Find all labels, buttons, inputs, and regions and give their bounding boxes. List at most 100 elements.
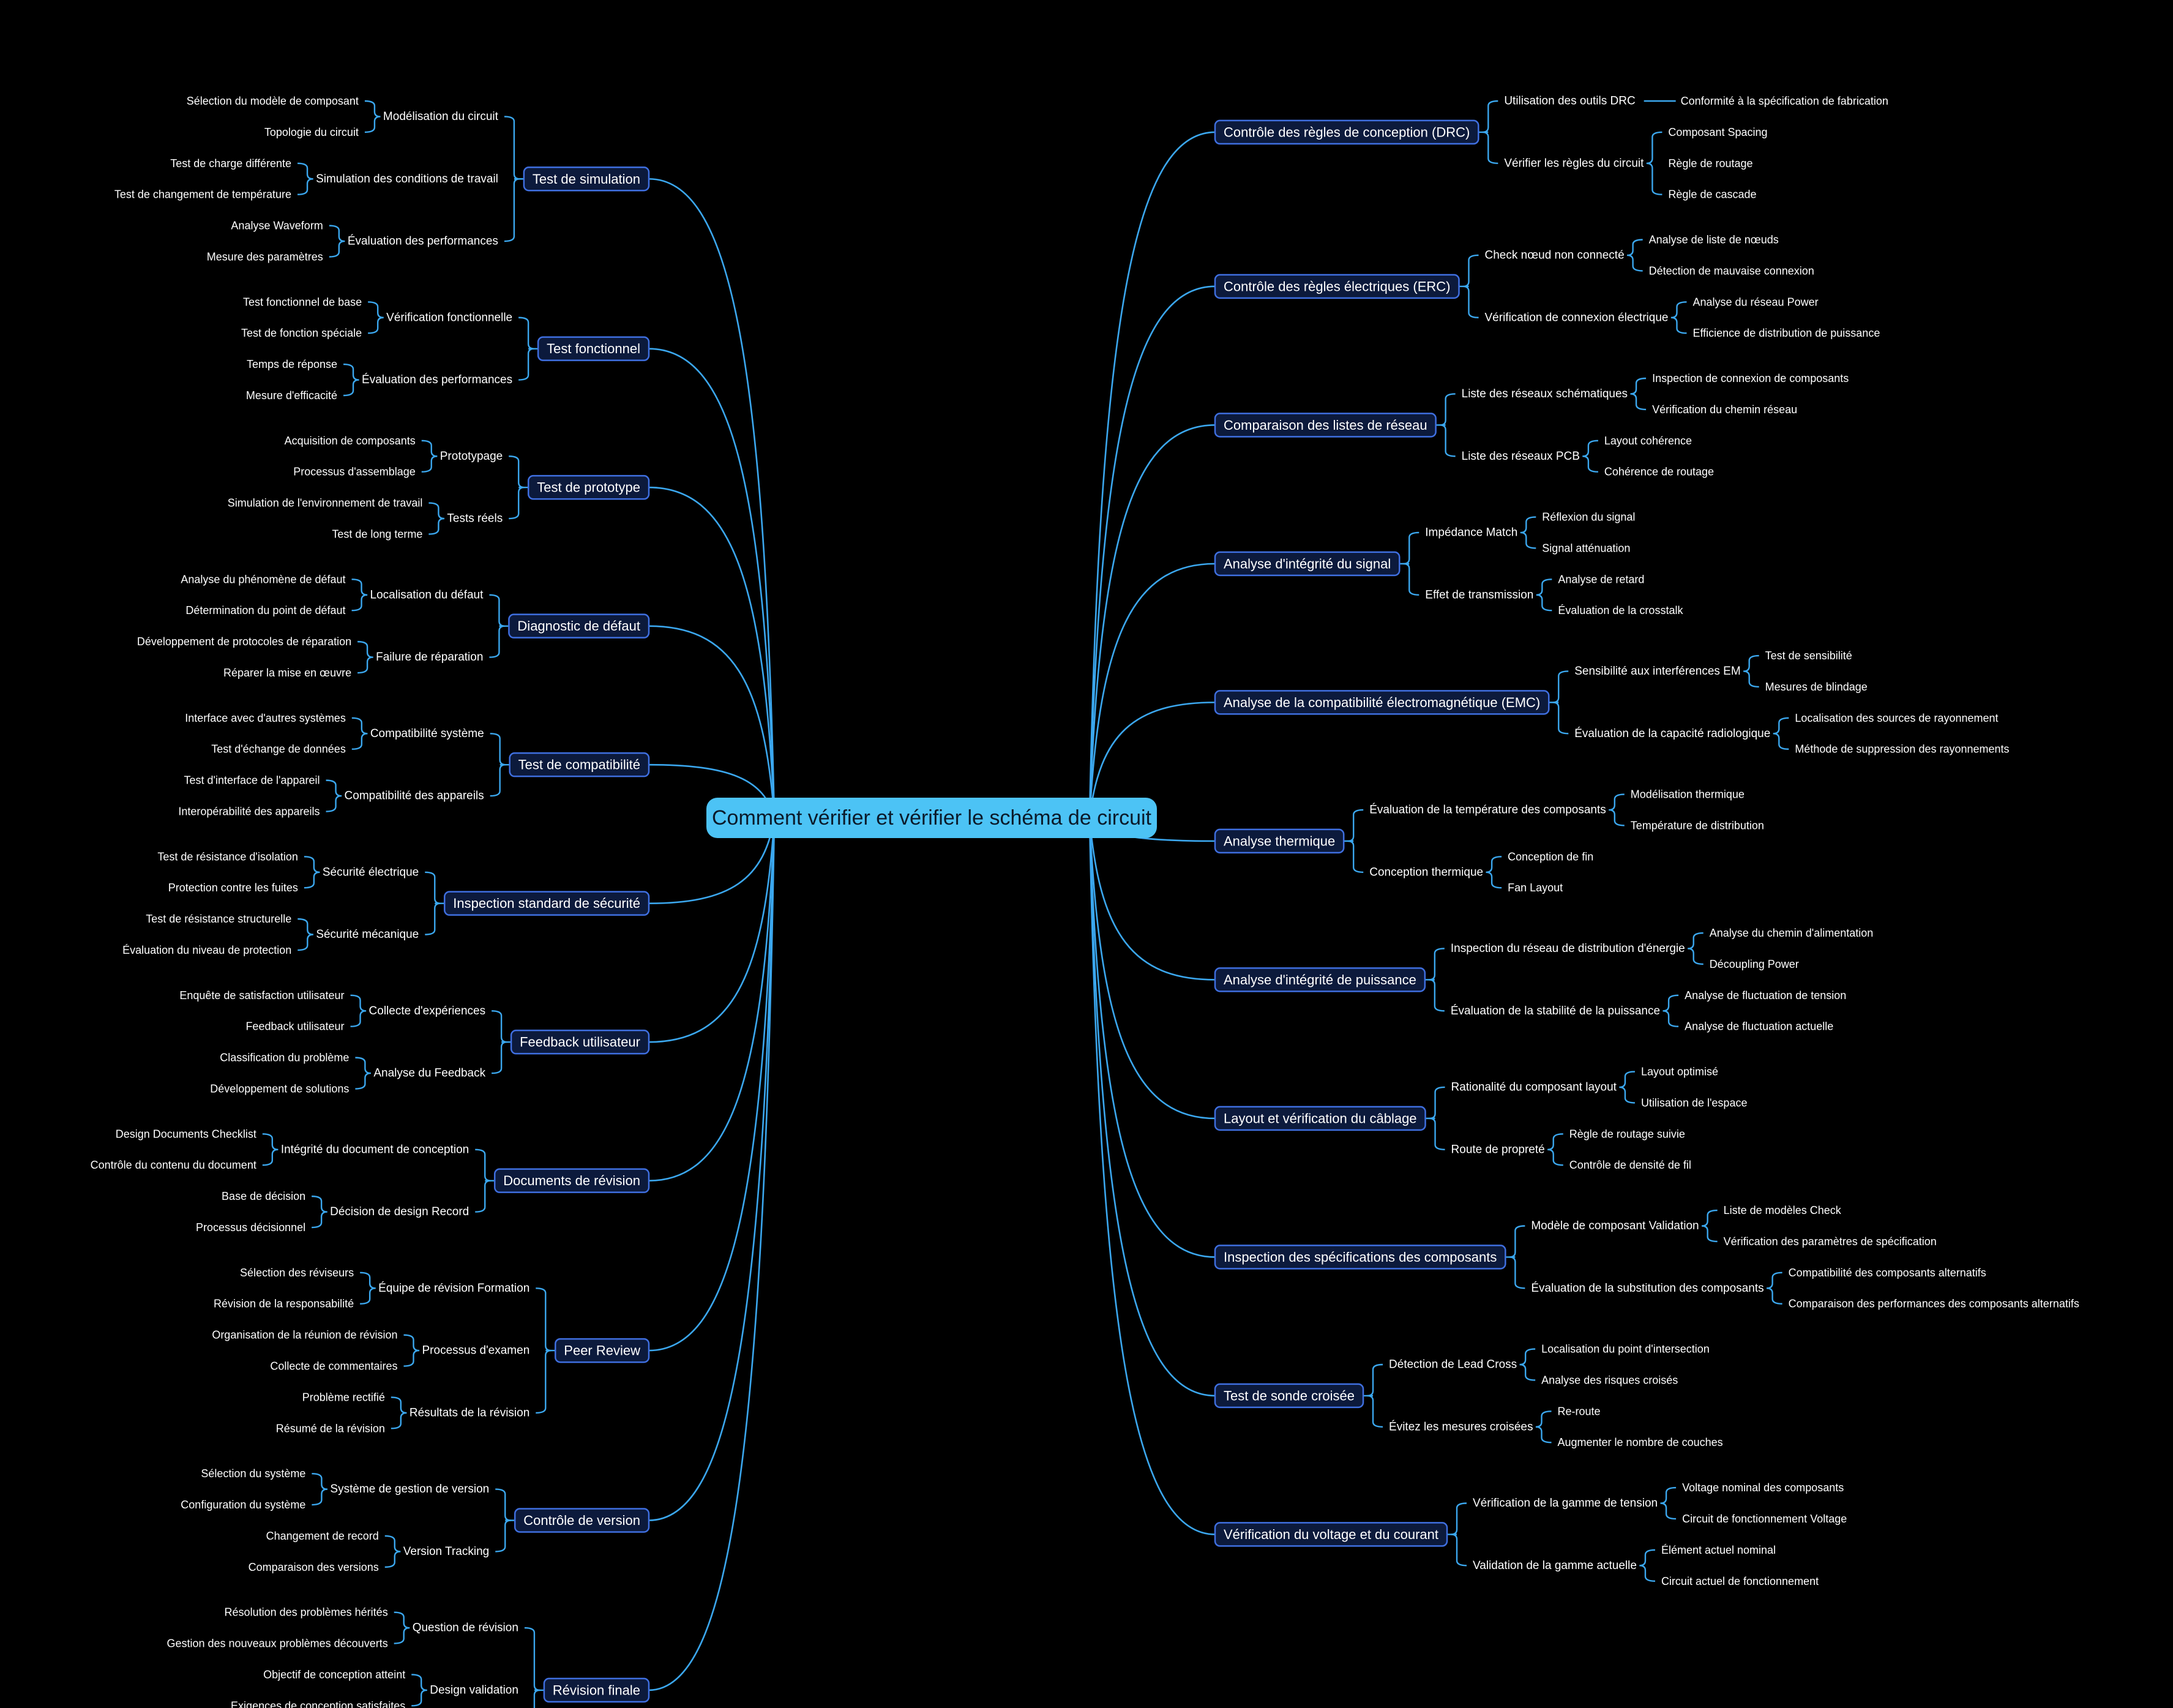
sub-tests-reels[interactable]: Tests réels: [447, 512, 503, 525]
root-node[interactable]: Comment vérifier et vérifier le schéma d…: [706, 798, 1157, 838]
sub-validation-de-la-gamme-actuelle[interactable]: Validation de la gamme actuelle: [1473, 1559, 1637, 1572]
sub-integrite-du-document-de-conception[interactable]: Intégrité du document de conception: [281, 1143, 469, 1156]
leaf-circuit-actuel-de-fonctionnement[interactable]: Circuit actuel de fonctionnement: [1661, 1575, 1819, 1587]
branch-analyse-thermique[interactable]: Analyse thermique: [1214, 828, 1345, 854]
sub-securite-mecanique[interactable]: Sécurité mécanique: [316, 928, 419, 941]
leaf-mesures-de-blindage[interactable]: Mesures de blindage: [1765, 681, 1868, 693]
leaf-liste-de-modeles-check[interactable]: Liste de modèles Check: [1724, 1204, 1842, 1216]
sub-equipe-de-revision-formation[interactable]: Équipe de révision Formation: [378, 1282, 529, 1295]
leaf-evaluation-du-niveau-de-protection[interactable]: Évaluation du niveau de protection: [122, 944, 291, 956]
sub-rationalite-du-composant-layout[interactable]: Rationalité du composant layout: [1451, 1081, 1617, 1093]
leaf-voltage-nominal-des-composants[interactable]: Voltage nominal des composants: [1682, 1481, 1844, 1494]
leaf-verification-du-chemin-reseau[interactable]: Vérification du chemin réseau: [1652, 403, 1797, 416]
leaf-modelisation-thermique[interactable]: Modélisation thermique: [1631, 788, 1745, 801]
leaf-layout-optimise[interactable]: Layout optimisé: [1641, 1066, 1718, 1078]
branch-test-de-compatibilite[interactable]: Test de compatibilité: [509, 752, 650, 777]
branch-controle-des-regles-electriques-erc[interactable]: Contrôle des règles électriques (ERC): [1214, 274, 1460, 299]
leaf-selection-des-reviseurs[interactable]: Sélection des réviseurs: [240, 1267, 354, 1279]
leaf-classification-du-probleme[interactable]: Classification du problème: [220, 1052, 349, 1064]
leaf-detection-de-mauvaise-connexion[interactable]: Détection de mauvaise connexion: [1649, 264, 1814, 277]
leaf-resume-de-la-revision[interactable]: Résumé de la révision: [276, 1422, 385, 1434]
leaf-compatibilite-des-composants-alternatifs[interactable]: Compatibilité des composants alternatifs: [1789, 1267, 1986, 1279]
leaf-test-de-sensibilite[interactable]: Test de sensibilité: [1765, 650, 1852, 662]
leaf-controle-du-contenu-du-document[interactable]: Contrôle du contenu du document: [91, 1159, 256, 1171]
leaf-developpement-de-solutions[interactable]: Développement de solutions: [210, 1083, 349, 1095]
leaf-signal-attenuation[interactable]: Signal atténuation: [1542, 542, 1630, 554]
sub-question-de-revision[interactable]: Question de révision: [413, 1622, 518, 1635]
sub-collecte-d-experiences[interactable]: Collecte d'expériences: [369, 1005, 486, 1017]
sub-analyse-du-feedback[interactable]: Analyse du Feedback: [373, 1067, 485, 1080]
sub-evaluation-des-performances[interactable]: Évaluation des performances: [348, 235, 498, 248]
leaf-analyse-du-phenomene-de-defaut[interactable]: Analyse du phénomène de défaut: [181, 573, 345, 585]
leaf-temperature-de-distribution[interactable]: Température de distribution: [1631, 819, 1764, 831]
branch-analyse-d-integrite-de-puissance[interactable]: Analyse d'intégrité de puissance: [1214, 967, 1426, 992]
leaf-regle-de-routage-suivie[interactable]: Règle de routage suivie: [1569, 1128, 1685, 1140]
leaf-configuration-du-systeme[interactable]: Configuration du système: [181, 1499, 305, 1511]
branch-controle-de-version[interactable]: Contrôle de version: [514, 1508, 650, 1533]
branch-test-de-prototype[interactable]: Test de prototype: [527, 474, 650, 500]
sub-prototypage[interactable]: Prototypage: [440, 450, 503, 463]
branch-test-fonctionnel[interactable]: Test fonctionnel: [537, 336, 650, 361]
sub-design-validation[interactable]: Design validation: [430, 1684, 518, 1696]
branch-verification-du-voltage-et-du-courant[interactable]: Vérification du voltage et du courant: [1214, 1522, 1448, 1547]
leaf-re-route[interactable]: Re-route: [1558, 1405, 1601, 1417]
sub-verification-fonctionnelle[interactable]: Vérification fonctionnelle: [386, 311, 512, 324]
sub-impedance-match[interactable]: Impédance Match: [1425, 526, 1517, 539]
leaf-test-de-resistance-d-isolation[interactable]: Test de résistance d'isolation: [157, 850, 298, 863]
leaf-localisation-du-point-d-intersection[interactable]: Localisation du point d'intersection: [1541, 1343, 1710, 1355]
sub-route-de-proprete[interactable]: Route de propreté: [1451, 1143, 1545, 1156]
leaf-interoperabilite-des-appareils[interactable]: Interopérabilité des appareils: [178, 806, 320, 818]
leaf-objectif-de-conception-atteint[interactable]: Objectif de conception atteint: [263, 1668, 405, 1680]
sub-liste-des-reseaux-schematiques[interactable]: Liste des réseaux schématiques: [1462, 388, 1628, 400]
leaf-analyse-des-risques-croises[interactable]: Analyse des risques croisés: [1541, 1374, 1678, 1386]
leaf-inspection-de-connexion-de-composants[interactable]: Inspection de connexion de composants: [1652, 372, 1849, 384]
sub-effet-de-transmission[interactable]: Effet de transmission: [1425, 588, 1533, 601]
leaf-element-actuel-nominal[interactable]: Élément actuel nominal: [1661, 1544, 1776, 1556]
leaf-gestion-des-nouveaux-problemes-decouvert[interactable]: Gestion des nouveaux problèmes découvert…: [166, 1638, 387, 1650]
leaf-topologie-du-circuit[interactable]: Topologie du circuit: [264, 126, 359, 138]
leaf-composant-spacing[interactable]: Composant Spacing: [1668, 126, 1767, 138]
leaf-design-documents-checklist[interactable]: Design Documents Checklist: [116, 1128, 256, 1140]
leaf-base-de-decision[interactable]: Base de décision: [222, 1190, 305, 1202]
leaf-selection-du-systeme[interactable]: Sélection du système: [201, 1467, 305, 1480]
sub-evaluation-de-la-substitution-des-compos[interactable]: Évaluation de la substitution des compos…: [1531, 1282, 1763, 1295]
sub-inspection-du-reseau-de-distribution-d-e[interactable]: Inspection du réseau de distribution d'é…: [1451, 942, 1685, 955]
leaf-determination-du-point-de-defaut[interactable]: Détermination du point de défaut: [185, 604, 345, 616]
leaf-verification-des-parametres-de-specifica[interactable]: Vérification des paramètres de spécifica…: [1724, 1235, 1937, 1248]
branch-test-de-sonde-croisee[interactable]: Test de sonde croisée: [1214, 1383, 1364, 1409]
sub-detection-de-lead-cross[interactable]: Détection de Lead Cross: [1389, 1358, 1517, 1371]
branch-peer-review[interactable]: Peer Review: [555, 1338, 650, 1363]
branch-analyse-d-integrite-du-signal[interactable]: Analyse d'intégrité du signal: [1214, 551, 1401, 577]
leaf-enquete-de-satisfaction-utilisateur[interactable]: Enquête de satisfaction utilisateur: [179, 989, 344, 1002]
leaf-circuit-de-fonctionnement-voltage[interactable]: Circuit de fonctionnement Voltage: [1682, 1513, 1847, 1525]
leaf-regle-de-cascade[interactable]: Règle de cascade: [1668, 189, 1756, 201]
leaf-coherence-de-routage[interactable]: Cohérence de routage: [1604, 466, 1714, 478]
leaf-conformite-a-la-specification-de-fabrica[interactable]: Conformité à la spécification de fabrica…: [1681, 95, 1888, 107]
branch-test-de-simulation[interactable]: Test de simulation: [523, 167, 650, 192]
leaf-interface-avec-d-autres-systemes[interactable]: Interface avec d'autres systèmes: [185, 712, 346, 724]
sub-check-n-ud-non-connecte[interactable]: Check nœud non connecté: [1485, 249, 1625, 261]
leaf-methode-de-suppression-des-rayonnements[interactable]: Méthode de suppression des rayonnements: [1795, 743, 2009, 755]
leaf-analyse-du-chemin-d-alimentation[interactable]: Analyse du chemin d'alimentation: [1710, 927, 1874, 939]
leaf-test-de-resistance-structurelle[interactable]: Test de résistance structurelle: [146, 913, 291, 925]
leaf-exigences-de-conception-satisfaites[interactable]: Exigences de conception satisfaites: [231, 1699, 405, 1708]
leaf-resolution-des-problemes-herites[interactable]: Résolution des problèmes hérités: [225, 1606, 388, 1619]
leaf-mesure-des-parametres[interactable]: Mesure des paramètres: [207, 251, 323, 263]
sub-utilisation-des-outils-drc[interactable]: Utilisation des outils DRC: [1504, 95, 1635, 108]
leaf-analyse-de-fluctuation-actuelle[interactable]: Analyse de fluctuation actuelle: [1685, 1021, 1833, 1033]
leaf-test-de-fonction-speciale[interactable]: Test de fonction spéciale: [241, 327, 362, 339]
leaf-test-fonctionnel-de-base[interactable]: Test fonctionnel de base: [243, 296, 362, 308]
leaf-organisation-de-la-reunion-de-revision[interactable]: Organisation de la réunion de révision: [212, 1329, 397, 1341]
branch-layout-et-verification-du-cablage[interactable]: Layout et vérification du câblage: [1214, 1106, 1426, 1131]
leaf-controle-de-densite-de-fil[interactable]: Contrôle de densité de fil: [1569, 1159, 1691, 1171]
branch-comparaison-des-listes-de-reseau[interactable]: Comparaison des listes de réseau: [1214, 413, 1437, 438]
branch-controle-des-regles-de-conception-drc[interactable]: Contrôle des règles de conception (DRC): [1214, 119, 1479, 145]
leaf-test-d-interface-de-l-appareil[interactable]: Test d'interface de l'appareil: [184, 774, 320, 787]
branch-inspection-des-specifications-des-compos[interactable]: Inspection des spécifications des compos…: [1214, 1245, 1506, 1270]
sub-localisation-du-defaut[interactable]: Localisation du défaut: [370, 588, 484, 601]
sub-processus-d-examen[interactable]: Processus d'examen: [422, 1344, 530, 1357]
leaf-localisation-des-sources-de-rayonnement[interactable]: Localisation des sources de rayonnement: [1795, 712, 1998, 724]
sub-compatibilite-systeme[interactable]: Compatibilité système: [370, 727, 484, 740]
leaf-evaluation-de-la-crosstalk[interactable]: Évaluation de la crosstalk: [1558, 604, 1683, 616]
leaf-test-d-echange-de-donnees[interactable]: Test d'échange de données: [211, 743, 346, 755]
